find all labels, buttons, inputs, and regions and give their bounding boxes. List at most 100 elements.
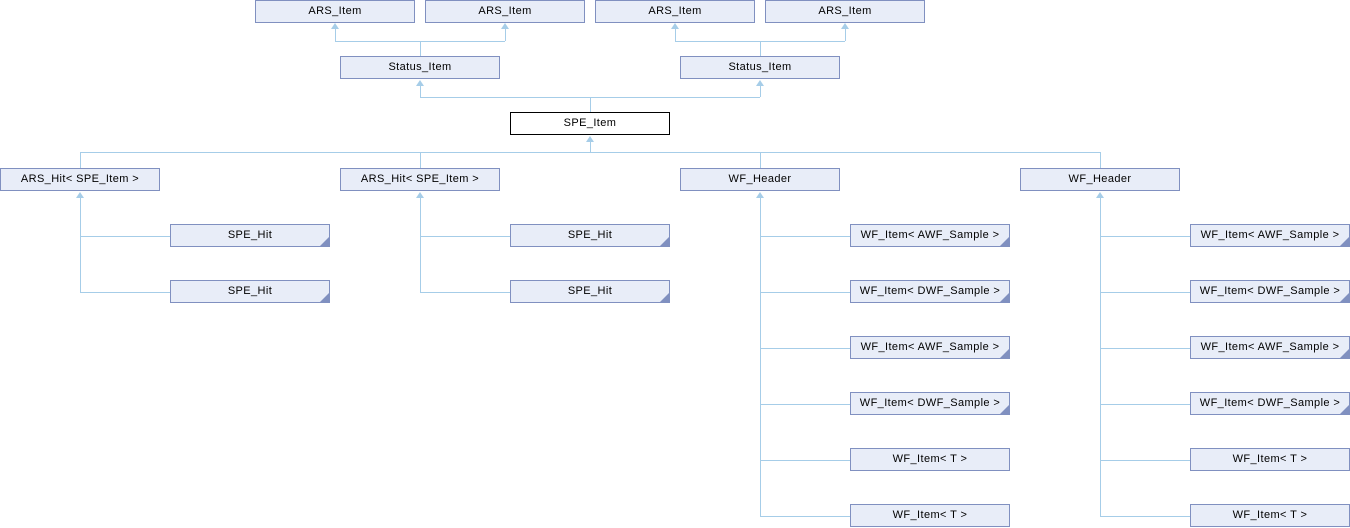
node-label: SPE_Hit <box>567 229 613 241</box>
node-label: WF_Item< AWF_Sample > <box>860 229 1000 241</box>
node-spe-hit[interactable]: SPE_Hit <box>170 280 330 303</box>
edge-segment <box>80 292 170 293</box>
edge-segment <box>590 141 591 152</box>
node-wf-item-dwf-sample[interactable]: WF_Item< DWF_Sample > <box>1190 392 1350 415</box>
node-spe-item[interactable]: SPE_Item <box>510 112 670 135</box>
node-label: ARS_Item <box>308 5 362 17</box>
node-label: WF_Header <box>1068 173 1132 185</box>
edge-segment <box>1100 292 1190 293</box>
edge-segment <box>760 236 850 237</box>
fold-corner-icon <box>660 293 669 302</box>
node-wf-header[interactable]: WF_Header <box>680 168 840 191</box>
node-wf-item-awf-sample[interactable]: WF_Item< AWF_Sample > <box>850 224 1010 247</box>
arrow-up-icon <box>756 192 764 198</box>
node-label: WF_Header <box>728 173 792 185</box>
arrow-up-icon <box>1096 192 1104 198</box>
node-label: WF_Item< T > <box>1232 453 1308 465</box>
edge-segment <box>760 348 850 349</box>
node-wf-item-t[interactable]: WF_Item< T > <box>850 448 1010 471</box>
node-wf-item-t[interactable]: WF_Item< T > <box>1190 448 1350 471</box>
fold-corner-icon <box>1340 405 1349 414</box>
edge-segment <box>1100 516 1190 517</box>
edge-segment <box>1100 236 1190 237</box>
edge-segment <box>1100 348 1190 349</box>
edge-segment <box>760 41 761 56</box>
node-spe-hit[interactable]: SPE_Hit <box>510 224 670 247</box>
fold-corner-icon <box>320 293 329 302</box>
edge-segment <box>80 152 81 168</box>
edge-segment <box>760 404 850 405</box>
fold-corner-icon <box>1340 349 1349 358</box>
node-wf-item-dwf-sample[interactable]: WF_Item< DWF_Sample > <box>850 392 1010 415</box>
edge-segment <box>675 27 676 41</box>
node-label: ARS_Item <box>648 5 702 17</box>
node-status-item[interactable]: Status_Item <box>680 56 840 79</box>
arrow-up-icon <box>586 136 594 142</box>
node-label: ARS_Item <box>478 5 532 17</box>
node-label: ARS_Hit< SPE_Item > <box>20 173 140 185</box>
node-label: SPE_Hit <box>227 285 273 297</box>
node-label: Status_Item <box>388 61 452 73</box>
node-label: WF_Item< DWF_Sample > <box>859 397 1001 409</box>
edge-segment <box>760 152 761 168</box>
fold-corner-icon <box>660 237 669 246</box>
node-ars-item[interactable]: ARS_Item <box>765 0 925 23</box>
edge-segment <box>420 236 510 237</box>
node-ars-item[interactable]: ARS_Item <box>595 0 755 23</box>
node-wf-item-awf-sample[interactable]: WF_Item< AWF_Sample > <box>1190 224 1350 247</box>
node-status-item[interactable]: Status_Item <box>340 56 500 79</box>
node-spe-hit[interactable]: SPE_Hit <box>510 280 670 303</box>
node-label: WF_Item< DWF_Sample > <box>1199 285 1341 297</box>
node-label: SPE_Item <box>563 117 617 129</box>
node-wf-item-t[interactable]: WF_Item< T > <box>850 504 1010 527</box>
edge-segment <box>420 292 510 293</box>
edge-segment <box>590 97 591 112</box>
node-label: SPE_Hit <box>227 229 273 241</box>
edge-segment <box>1100 460 1190 461</box>
edge-segment <box>760 197 761 516</box>
node-wf-item-t[interactable]: WF_Item< T > <box>1190 504 1350 527</box>
node-ars-hit-spe-item[interactable]: ARS_Hit< SPE_Item > <box>340 168 500 191</box>
arrow-up-icon <box>416 192 424 198</box>
fold-corner-icon <box>1340 293 1349 302</box>
node-label: WF_Item< AWF_Sample > <box>1200 229 1340 241</box>
edge-segment <box>80 197 81 292</box>
edge-segment <box>505 27 506 41</box>
node-label: WF_Item< DWF_Sample > <box>859 285 1001 297</box>
edge-segment <box>80 152 1100 153</box>
node-label: WF_Item< T > <box>892 509 968 521</box>
node-wf-item-dwf-sample[interactable]: WF_Item< DWF_Sample > <box>850 280 1010 303</box>
arrow-up-icon <box>76 192 84 198</box>
node-label: Status_Item <box>728 61 792 73</box>
node-ars-hit-spe-item[interactable]: ARS_Hit< SPE_Item > <box>0 168 160 191</box>
edge-segment <box>760 516 850 517</box>
edge-segment <box>420 197 421 292</box>
node-label: WF_Item< DWF_Sample > <box>1199 397 1341 409</box>
edge-segment <box>1100 404 1190 405</box>
node-label: ARS_Hit< SPE_Item > <box>360 173 480 185</box>
node-ars-item[interactable]: ARS_Item <box>255 0 415 23</box>
node-ars-item[interactable]: ARS_Item <box>425 0 585 23</box>
node-label: ARS_Item <box>818 5 872 17</box>
edge-segment <box>80 236 170 237</box>
node-label: WF_Item< T > <box>1232 509 1308 521</box>
arrow-up-icon <box>331 23 339 29</box>
node-spe-hit[interactable]: SPE_Hit <box>170 224 330 247</box>
fold-corner-icon <box>1000 237 1009 246</box>
node-wf-item-awf-sample[interactable]: WF_Item< AWF_Sample > <box>1190 336 1350 359</box>
node-wf-item-awf-sample[interactable]: WF_Item< AWF_Sample > <box>850 336 1010 359</box>
edge-segment <box>420 152 421 168</box>
arrow-up-icon <box>841 23 849 29</box>
node-label: WF_Item< AWF_Sample > <box>860 341 1000 353</box>
arrow-up-icon <box>416 80 424 86</box>
arrow-up-icon <box>671 23 679 29</box>
edge-segment <box>845 27 846 41</box>
fold-corner-icon <box>1000 405 1009 414</box>
node-label: WF_Item< T > <box>892 453 968 465</box>
edge-segment <box>760 292 850 293</box>
node-wf-item-dwf-sample[interactable]: WF_Item< DWF_Sample > <box>1190 280 1350 303</box>
node-wf-header[interactable]: WF_Header <box>1020 168 1180 191</box>
fold-corner-icon <box>1340 237 1349 246</box>
fold-corner-icon <box>1000 293 1009 302</box>
